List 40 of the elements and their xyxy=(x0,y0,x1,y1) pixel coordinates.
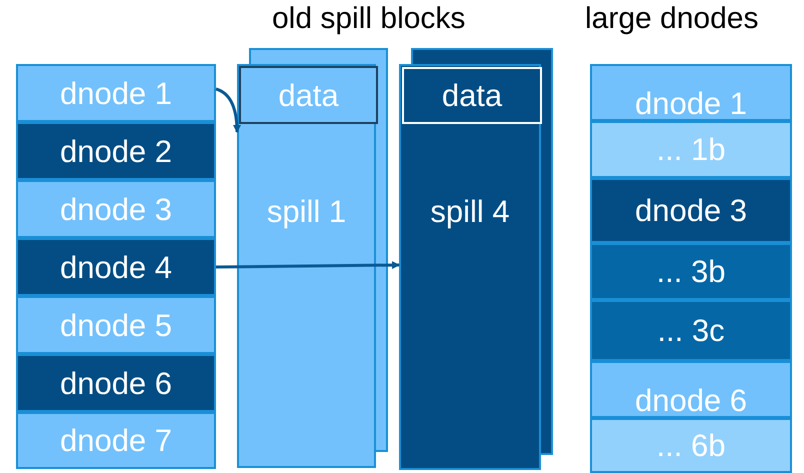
node-label: dnode 2 xyxy=(60,136,172,166)
dnode-box xyxy=(16,296,216,354)
dnode-box xyxy=(402,67,542,124)
dnode-box xyxy=(590,418,792,473)
spill-block xyxy=(399,64,541,470)
node-label: dnode 6 xyxy=(634,385,748,416)
dnode-box xyxy=(590,243,792,300)
dnode-box xyxy=(590,64,792,121)
node-label: dnode 4 xyxy=(60,252,172,282)
node-label: spill 4 xyxy=(430,196,510,227)
node-label: ... 1b xyxy=(656,134,726,165)
arrow xyxy=(216,261,400,270)
arrow xyxy=(216,88,241,133)
node-label: dnode 3 xyxy=(60,194,172,224)
column-heading: old spill blocks xyxy=(272,4,466,34)
dnode-box xyxy=(16,238,216,296)
node-label: dnode 5 xyxy=(60,310,172,340)
node-label: ... 6b xyxy=(656,430,726,461)
spill-block xyxy=(237,64,376,468)
node-label: ... 3c xyxy=(657,315,725,346)
node-label: dnode 1 xyxy=(634,88,748,119)
dnode-box xyxy=(16,354,216,412)
node-label: dnode 7 xyxy=(60,425,172,456)
dnode-box xyxy=(16,122,216,180)
node-label: dnode 6 xyxy=(60,368,172,398)
node-label: data xyxy=(278,80,339,110)
dnode-box xyxy=(16,64,216,122)
column-heading: large dnodes xyxy=(585,4,758,34)
dnode-box xyxy=(590,300,792,361)
dnode-box xyxy=(239,66,378,124)
node-label: spill 1 xyxy=(266,196,346,227)
node-label: ... 3b xyxy=(656,256,726,287)
dnode-box xyxy=(590,361,792,418)
dnode-box xyxy=(16,412,216,469)
node-label: dnode 1 xyxy=(60,78,172,108)
dnode-box xyxy=(590,121,792,178)
node-label: dnode 3 xyxy=(634,195,748,226)
dnode-box xyxy=(16,180,216,238)
node-label: data xyxy=(442,80,502,111)
dnode-box xyxy=(590,178,792,243)
